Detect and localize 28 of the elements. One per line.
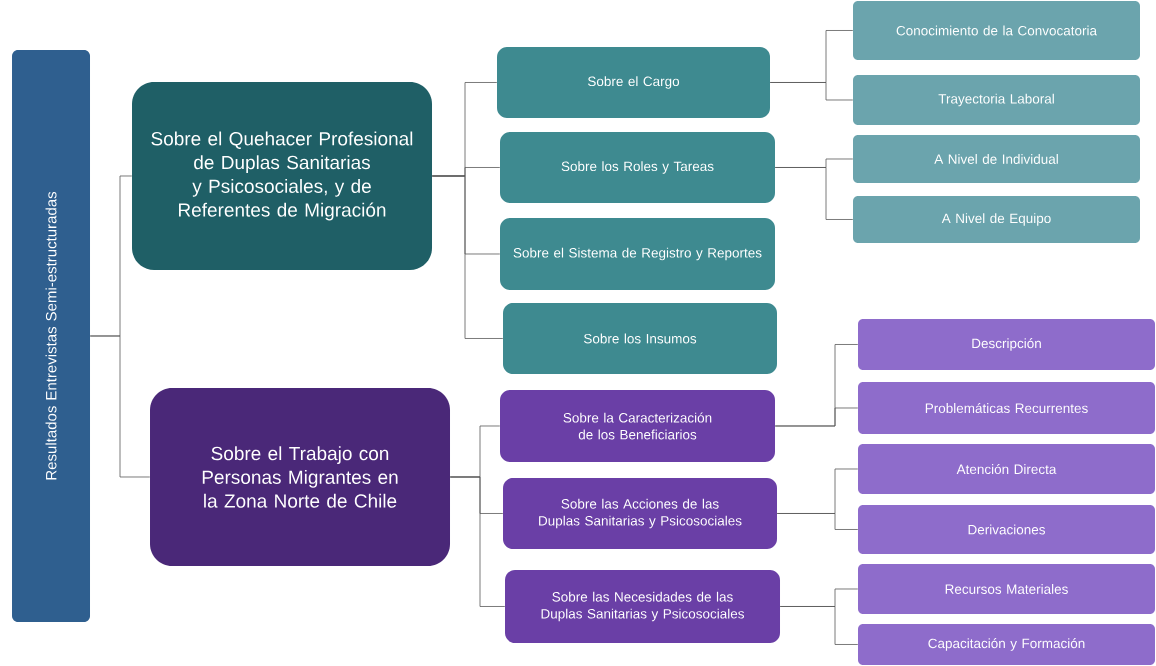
connector-line	[774, 407, 859, 427]
item-box: Problemáticas Recurrentes	[858, 382, 1155, 434]
root-bar: Resultados Entrevistas Semi-estructuradas	[12, 50, 90, 622]
connector-line	[779, 606, 859, 645]
connector-line	[449, 476, 506, 607]
subcategory-box: Sobre las Acciones de las Duplas Sanitarias y Psicosociales	[503, 478, 777, 549]
item-box: Trayectoria Laboral	[853, 75, 1140, 125]
connector-line	[774, 167, 854, 220]
item-box: A Nivel de Equipo	[853, 196, 1140, 243]
subcategory-box: Sobre la Caracterización de los Beneficiarios	[500, 390, 775, 462]
subcategory-box: Sobre las Necesidades de las Duplas Sanitarias y Psicosociales	[505, 570, 780, 643]
subcategory-box: Sobre el Sistema de Registro y Reportes	[500, 218, 775, 290]
item-box: Capacitación y Formación	[858, 624, 1155, 665]
subcategory-box: Sobre el Cargo	[497, 47, 770, 118]
item-box: A Nivel de Individual	[853, 135, 1140, 183]
subcategory-box: Sobre los Insumos	[503, 303, 777, 374]
connector-line	[431, 175, 504, 339]
category-box: Sobre el Trabajo con Personas Migrantes en la Zona Norte de Chile	[150, 388, 450, 566]
item-box: Recursos Materiales	[858, 564, 1155, 614]
item-box: Conocimiento de la Convocatoria	[853, 1, 1140, 60]
connector-line	[769, 82, 854, 101]
connector-line	[776, 513, 859, 530]
subcategory-box: Sobre los Roles y Tareas	[500, 132, 775, 203]
item-box: Descripción	[858, 319, 1155, 370]
item-box: Derivaciones	[858, 505, 1155, 554]
category-box: Sobre el Quehacer Profesional de Duplas Sanitarias y Psicosociales, y de Referentes de Migración	[132, 82, 432, 270]
item-box: Atención Directa	[858, 444, 1155, 494]
connector-line	[89, 335, 151, 478]
